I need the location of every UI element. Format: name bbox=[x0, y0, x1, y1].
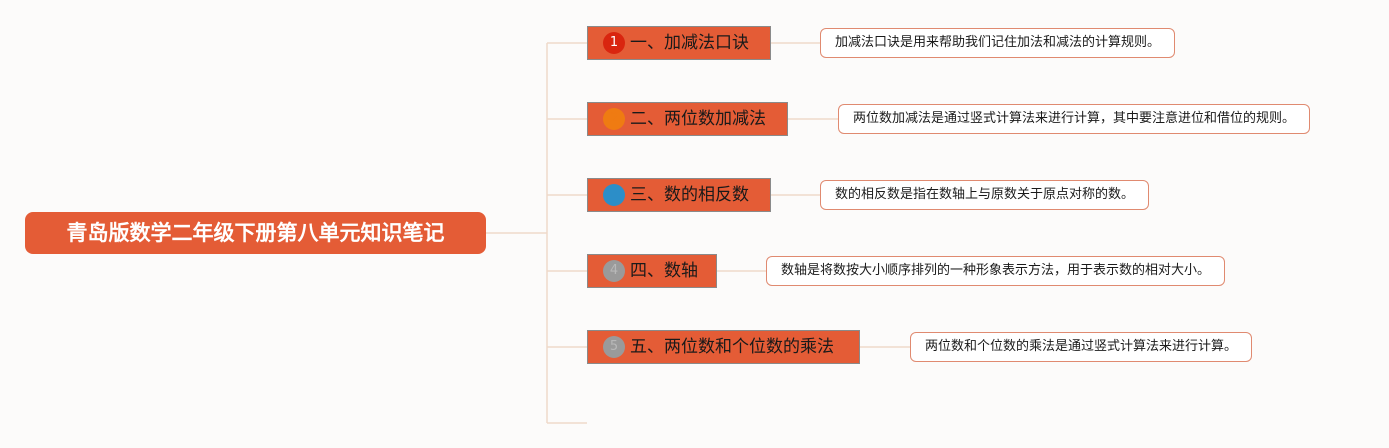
branch-label-2: 二、两位数加减法 bbox=[630, 109, 766, 129]
branch-note-text-4: 数轴是将数按大小顺序排列的一种形象表示方法，用于表示数的相对大小。 bbox=[781, 263, 1211, 278]
branch-topic-4[interactable]: 4 四、数轴 bbox=[587, 254, 717, 288]
root-topic[interactable]: 青岛版数学二年级下册第八单元知识笔记 bbox=[25, 212, 486, 254]
branch-note-1[interactable]: 加减法口诀是用来帮助我们记住加法和减法的计算规则。 bbox=[820, 28, 1176, 58]
branch-note-5[interactable]: 两位数和个位数的乘法是通过竖式计算法来进行计算。 bbox=[910, 332, 1253, 362]
branch-note-3[interactable]: 数的相反数是指在数轴上与原数关于原点对称的数。 bbox=[820, 180, 1150, 210]
number-2-icon: 2 bbox=[603, 108, 625, 130]
root-topic-title: 青岛版数学二年级下册第八单元知识笔记 bbox=[66, 221, 445, 245]
branch-note-text-3: 数的相反数是指在数轴上与原数关于原点对称的数。 bbox=[835, 187, 1135, 202]
branch-topic-2[interactable]: 2 二、两位数加减法 bbox=[587, 102, 788, 136]
number-5-icon: 5 bbox=[603, 336, 625, 358]
number-3-icon: 3 bbox=[603, 184, 625, 206]
branch-note-text-1: 加减法口诀是用来帮助我们记住加法和减法的计算规则。 bbox=[835, 35, 1161, 50]
number-4-icon: 4 bbox=[603, 260, 625, 282]
branch-label-1: 一、加减法口诀 bbox=[630, 33, 749, 53]
branch-topic-5[interactable]: 5 五、两位数和个位数的乘法 bbox=[587, 330, 860, 364]
branch-note-text-5: 两位数和个位数的乘法是通过竖式计算法来进行计算。 bbox=[925, 339, 1238, 354]
branch-label-4: 四、数轴 bbox=[630, 261, 698, 281]
branch-note-2[interactable]: 两位数加减法是通过竖式计算法来进行计算，其中要注意进位和借位的规则。 bbox=[838, 104, 1311, 134]
branch-note-4[interactable]: 数轴是将数按大小顺序排列的一种形象表示方法，用于表示数的相对大小。 bbox=[766, 256, 1226, 286]
branch-topic-1[interactable]: 1 一、加减法口诀 bbox=[587, 26, 771, 60]
number-1-icon: 1 bbox=[603, 32, 625, 54]
branch-label-5: 五、两位数和个位数的乘法 bbox=[630, 337, 834, 357]
branch-label-3: 三、数的相反数 bbox=[630, 185, 749, 205]
branch-note-text-2: 两位数加减法是通过竖式计算法来进行计算，其中要注意进位和借位的规则。 bbox=[853, 111, 1296, 126]
branch-topic-3[interactable]: 3 三、数的相反数 bbox=[587, 178, 771, 212]
